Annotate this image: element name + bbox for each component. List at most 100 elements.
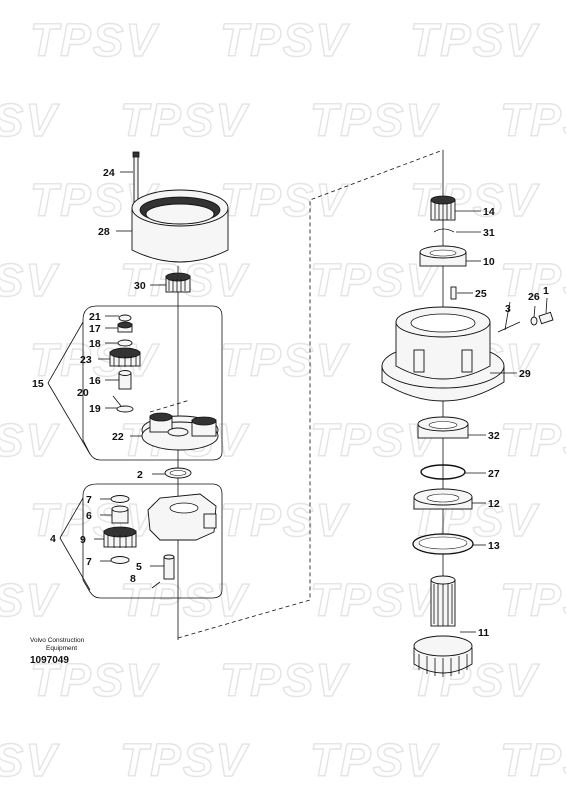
part-label-1: 1 <box>543 285 549 297</box>
watermark-text: TPSV <box>0 574 59 626</box>
part-label-23: 23 <box>80 354 92 366</box>
part-label-25: 25 <box>475 288 487 300</box>
watermark-text: TPSV <box>500 254 566 306</box>
part-2-thrust-washer <box>164 467 192 479</box>
watermark-text: TPSV <box>0 734 59 786</box>
part-label-7: 7 <box>86 556 92 568</box>
part-23-gear <box>109 347 141 367</box>
part-8-roll-pin <box>151 581 161 589</box>
part-label-26: 26 <box>528 291 540 303</box>
watermark-text: TPSV <box>220 494 349 546</box>
part-1-nipple <box>538 311 554 325</box>
part-label-31: 31 <box>483 227 495 239</box>
part-7-washer-bottom <box>110 556 130 564</box>
part-label-32: 32 <box>488 430 500 442</box>
part-3-fitting <box>497 311 521 333</box>
part-26-seal <box>530 316 538 326</box>
part-label-14: 14 <box>483 206 495 218</box>
part-30-planet-gear <box>165 272 191 293</box>
watermark-text: TPSV <box>500 414 566 466</box>
part-label-11: 11 <box>478 627 489 639</box>
group-15-frame <box>82 305 223 461</box>
watermark-text: TPSV <box>120 734 249 786</box>
watermark-text: TPSV <box>410 174 539 226</box>
part-label-24: 24 <box>103 167 115 179</box>
part-24-bolt <box>132 151 140 205</box>
watermark-text: TPSV <box>0 94 59 146</box>
part-label-2: 2 <box>137 469 143 481</box>
part-16-pin <box>118 370 132 390</box>
leader-15-lower <box>47 382 91 455</box>
part-label-3: 3 <box>505 303 511 315</box>
part-18-washer <box>117 339 133 347</box>
part-label-20: 20 <box>77 387 89 399</box>
part-12-seal <box>413 488 473 510</box>
part-11-pinion-shaft <box>413 575 473 677</box>
part-label-17: 17 <box>89 323 101 335</box>
caption-manufacturer-line2: Equipment <box>46 645 77 652</box>
part-label-4: 4 <box>50 533 56 545</box>
part-label-30: 30 <box>134 280 146 292</box>
part-22-planet-carrier <box>141 399 219 451</box>
watermark-text: TPSV <box>220 334 349 386</box>
part-29-housing <box>381 306 505 402</box>
part-label-27: 27 <box>488 468 500 480</box>
part-20-19-washer <box>112 395 134 413</box>
caption-manufacturer: Volvo Construction <box>30 637 85 644</box>
part-25-pin <box>450 286 457 300</box>
part-label-13: 13 <box>488 540 500 552</box>
part-label-29: 29 <box>519 368 531 380</box>
part-27-o-ring <box>420 464 466 480</box>
part-carrier-housing <box>147 493 217 541</box>
group-4-frame <box>82 483 223 599</box>
leader-15-upper <box>47 321 84 384</box>
watermark-text: TPSV <box>120 94 249 146</box>
part-31-snap-ring <box>433 228 455 233</box>
watermark-text: TPSV <box>220 654 349 706</box>
part-label-18: 18 <box>89 338 101 350</box>
watermark-text: TPSV <box>500 734 566 786</box>
part-13-ring <box>412 533 474 555</box>
watermark-text: TPSV <box>220 14 349 66</box>
part-21-ring <box>118 314 132 322</box>
part-17-bearing <box>117 321 133 333</box>
part-label-28: 28 <box>98 226 110 238</box>
part-10-bearing <box>419 245 467 267</box>
part-label-7: 7 <box>86 494 92 506</box>
leader-4-upper <box>59 497 84 539</box>
part-label-6: 6 <box>86 510 92 522</box>
caption-drawing-number: 1097049 <box>30 655 69 666</box>
watermark-layer: TPSV TPSV TPSV TPSV TPSV TPSV TPSV TPSV TPSV TPSV… <box>0 13 566 786</box>
watermark-text: TPSV <box>310 414 439 466</box>
part-6-bushing <box>111 505 129 524</box>
part-label-16: 16 <box>89 375 101 387</box>
part-label-15: 15 <box>32 378 44 390</box>
watermark-text: TPSV <box>30 654 159 706</box>
part-5-shaft-pin <box>163 554 175 580</box>
part-label-21: 21 <box>89 311 101 323</box>
part-28-ring-gear <box>131 189 229 263</box>
part-label-12: 12 <box>488 498 500 510</box>
watermark-text: TPSV <box>500 574 566 626</box>
part-label-9: 9 <box>80 534 86 546</box>
part-9-gear <box>103 526 137 548</box>
watermark-text: TPSV <box>30 14 159 66</box>
watermark-text: TPSV <box>120 574 249 626</box>
watermark-text: TPSV <box>0 254 59 306</box>
part-label-8: 8 <box>130 573 136 585</box>
dashed-connector <box>177 149 444 639</box>
watermark-text: TPSV <box>310 254 439 306</box>
part-label-10: 10 <box>483 256 495 268</box>
watermark-text: TPSV <box>0 414 59 466</box>
part-32-bearing <box>417 416 469 439</box>
part-label-19: 19 <box>89 403 101 415</box>
leader-lines <box>94 171 548 633</box>
part-7-washer-top <box>110 495 130 503</box>
watermark-text: TPSV <box>310 94 439 146</box>
part-14-bearing <box>430 195 456 221</box>
watermark-text: TPSV <box>220 174 349 226</box>
watermark-text: TPSV <box>310 734 439 786</box>
watermark-text: TPSV <box>30 494 159 546</box>
